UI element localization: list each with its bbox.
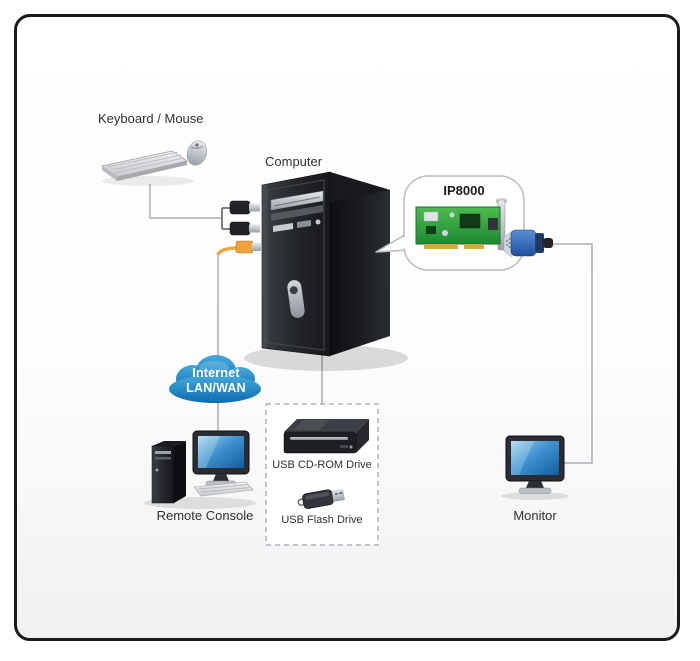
tower-cd-bay [270,190,324,211]
usb-plug-2 [229,221,260,236]
usb-cdrom-label: USB CD-ROM Drive [272,459,372,471]
vga-connector [503,229,553,258]
computer-tower [244,171,408,371]
monitor-label: Monitor [513,508,557,523]
keyboard-illustration [100,150,194,186]
card-gold-edge [424,244,458,249]
pci-card [415,198,507,251]
card-model-label: IP8000 [443,183,485,198]
line-keyboard-to-computer [149,184,222,219]
computer-label: Computer [265,154,323,169]
internet-cloud [169,355,261,403]
cloud-label-lanwan: LAN/WAN [186,381,246,395]
connector-lines [149,184,593,464]
cloud-label-internet: Internet [192,366,240,380]
line-card-to-monitor [550,243,593,464]
mouse-illustration [186,140,208,166]
remote-console-label: Remote Console [156,508,254,523]
usb-cdrom-illustration [283,419,369,454]
line-usb-split [221,207,230,230]
usb-plug-1 [229,200,260,215]
tower-bay-2 [271,205,323,221]
monitor-illustration [501,435,569,500]
usb-plug-orange [216,240,261,256]
usb-flash-illustration [297,489,345,509]
remote-console-illustration [144,430,256,509]
remote-monitor [192,430,250,487]
remote-tower [151,441,186,504]
keyboard-mouse-label: Keyboard / Mouse [98,111,204,126]
remote-keyboard [193,481,254,497]
tower-side-face [330,172,390,356]
usb-flash-label: USB Flash Drive [281,514,363,526]
